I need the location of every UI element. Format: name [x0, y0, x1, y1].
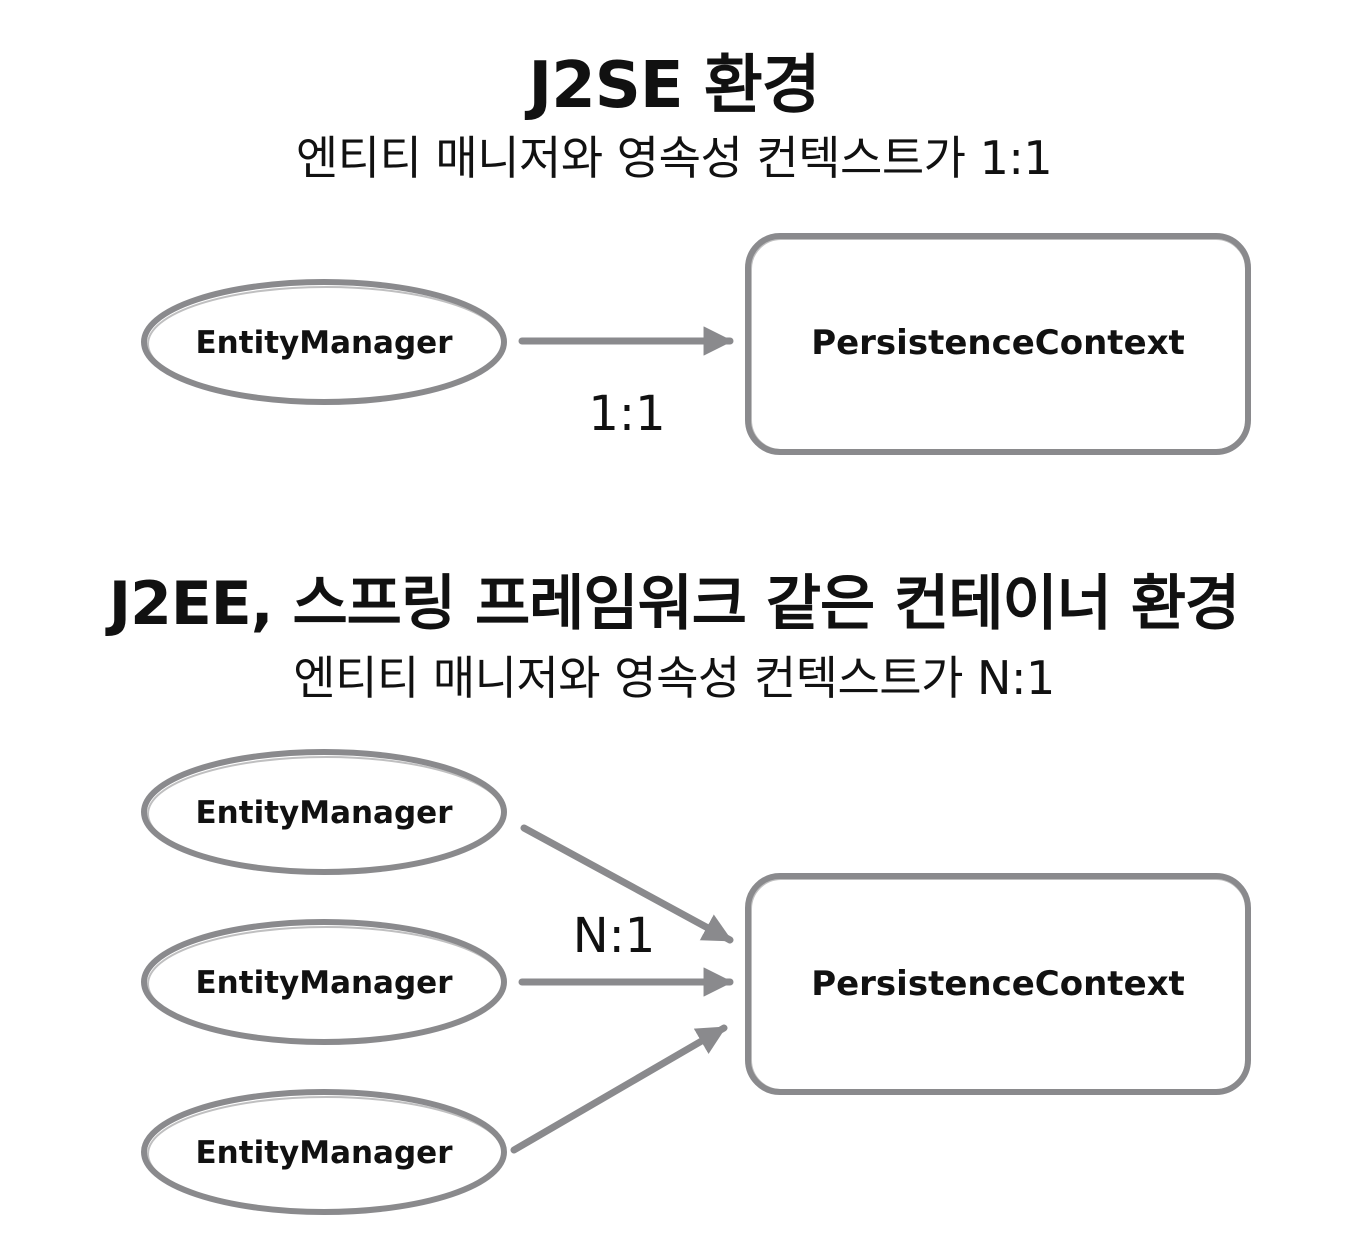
j2ee-entity-manager-label-3: EntityManager [196, 1135, 454, 1171]
j2se-entity-manager-node: EntityManager [141, 279, 507, 405]
j2ee-title: J2EE, 스프링 프레임워크 같은 컨테이너 환경 [108, 569, 1240, 639]
j2se-title: J2SE 환경 [528, 49, 820, 123]
j2ee-entity-manager-label-1: EntityManager [196, 795, 454, 831]
j2se-persistence-context-box [745, 233, 1251, 455]
j2ee-persistence-context-box [745, 873, 1251, 1095]
j2ee-persistence-context-label: PersistenceContext [811, 964, 1185, 1004]
j2ee-entity-manager-ellipse-sketch-3 [147, 1096, 505, 1212]
j2se-persistence-context-label: PersistenceContext [811, 323, 1185, 363]
j2se-persistence-context-box-sketch [750, 238, 1247, 451]
j2ee-entity-manager-node-3: EntityManager [141, 1089, 507, 1215]
j2se-subtitle: 엔티티 매니저와 영속성 컨텍스트가 1:1 [295, 131, 1053, 185]
j2se-persistence-context-node: PersistenceContext [745, 233, 1251, 455]
j2ee-entity-manager-ellipse-sketch-2 [147, 926, 505, 1042]
j2se-diagram: EntityManager 1:1 PersistenceContext [141, 233, 1251, 455]
j2ee-persistence-context-node: PersistenceContext [745, 873, 1251, 1095]
j2se-entity-manager-ellipse-sketch [147, 286, 505, 402]
j2ee-entity-manager-node-2: EntityManager [141, 919, 507, 1045]
j2ee-entity-manager-node-1: EntityManager [141, 749, 507, 875]
j2se-relation-label: 1:1 [588, 386, 665, 442]
j2ee-relation-arrow-3 [510, 1024, 728, 1154]
j2ee-relation-label: N:1 [573, 908, 656, 964]
j2ee-subtitle: 엔티티 매니저와 영속성 컨텍스트가 N:1 [293, 651, 1055, 705]
j2ee-persistence-context-box-sketch [750, 878, 1247, 1091]
j2ee-entity-manager-ellipse-sketch-1 [147, 756, 505, 872]
j2ee-relation-arrow-1 [520, 824, 734, 944]
j2ee-entity-manager-label-2: EntityManager [196, 965, 454, 1001]
j2se-entity-manager-label: EntityManager [196, 325, 454, 361]
j2ee-diagram: EntityManager EntityManager EntityManage… [141, 749, 1251, 1215]
